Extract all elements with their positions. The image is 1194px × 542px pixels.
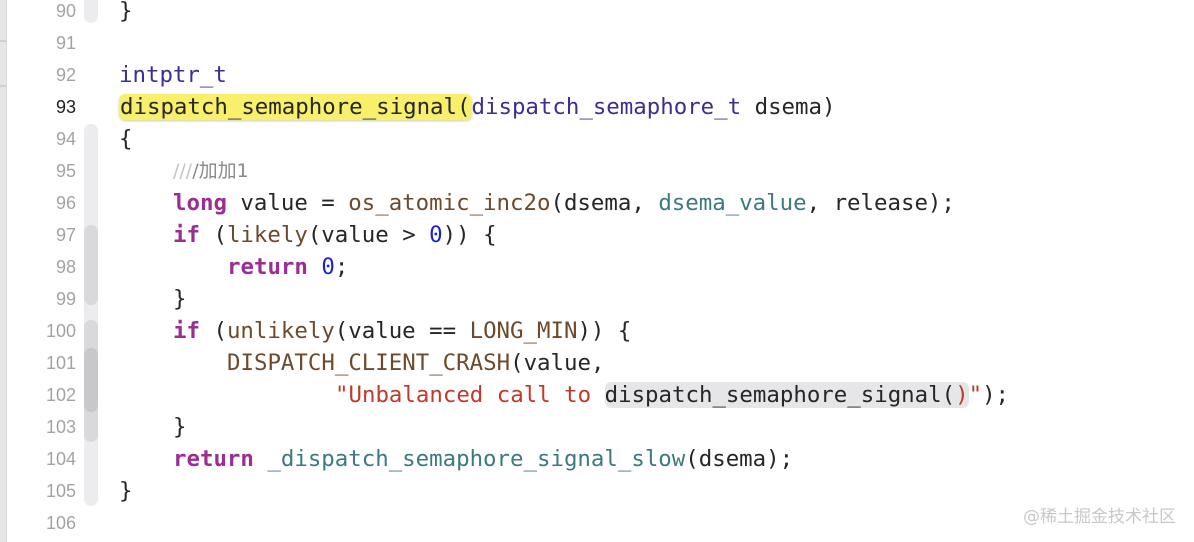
code-line-100: if (unlikely(value == LONG_MIN)) { — [173, 315, 631, 347]
line-number: 106 — [45, 513, 76, 533]
code-text — [254, 446, 267, 472]
keyword: return — [227, 254, 308, 280]
macro-call: DISPATCH_CLIENT_CRASH — [227, 350, 511, 376]
macro-call: likely — [226, 222, 308, 248]
brace: } — [173, 286, 187, 312]
brace: } — [119, 0, 133, 24]
code-text: ( — [199, 222, 227, 248]
divider-tick — [0, 40, 6, 42]
code-line-98: return 0; — [227, 251, 348, 283]
keyword: if — [173, 318, 200, 344]
line-number: 101 — [45, 353, 76, 373]
line-number: 97 — [55, 225, 76, 245]
code-text: )) { — [442, 222, 497, 248]
code-text — [308, 254, 321, 280]
watermark: @稀土掘金技术社区 — [1023, 507, 1176, 527]
code-line-99: } — [173, 283, 186, 315]
member-name: dsema_value — [658, 190, 807, 216]
code-text: value = — [226, 190, 349, 216]
code-line-102: "Unbalanced call to dispatch_semaphore_s… — [335, 379, 1009, 411]
line-number: 92 — [55, 65, 76, 85]
code-fold-ribbon[interactable] — [84, 348, 98, 412]
string-literal: " — [968, 382, 983, 408]
match-text: dispatch_semaphore_signal( — [604, 382, 956, 408]
line-number-current: 93 — [55, 97, 76, 117]
current-symbol-highlight[interactable]: dispatch_semaphore_signal( — [119, 94, 472, 120]
code-fold-ribbon[interactable] — [84, 124, 98, 506]
sidebar-divider[interactable] — [0, 0, 7, 542]
keyword: return — [173, 446, 254, 472]
code-line-92: intptr_t — [119, 59, 227, 91]
code-text: ; — [334, 254, 349, 280]
brace: } — [119, 478, 133, 504]
code-line-101: DISPATCH_CLIENT_CRASH(value, — [227, 347, 604, 379]
macro-call: unlikely — [226, 318, 335, 344]
line-number: 99 — [55, 289, 76, 309]
code-line-94: { — [119, 123, 132, 155]
code-line-95: ////加加1 — [173, 155, 249, 187]
code-text: ( — [199, 318, 227, 344]
param-type: dispatch_semaphore_t — [471, 94, 742, 120]
number-literal: 0 — [321, 254, 335, 280]
code-line-96: long value = os_atomic_inc2o(dsema, dsem… — [173, 187, 955, 219]
return-type: intptr_t — [119, 62, 227, 88]
line-number: 98 — [55, 257, 76, 277]
code-line-103: } — [173, 411, 186, 443]
brace: { — [119, 126, 133, 152]
macro-constant: LONG_MIN — [469, 318, 578, 344]
comment-slashes: /// — [173, 160, 193, 182]
code-line-104: return _dispatch_semaphore_signal_slow(d… — [173, 443, 793, 475]
function-call: os_atomic_inc2o — [348, 190, 551, 216]
code-text: (dsema, — [550, 190, 659, 216]
comment: /加加1 — [192, 160, 249, 182]
code-text: )) { — [577, 318, 632, 344]
string-literal: "Unbalanced call to — [335, 382, 605, 408]
line-number: 95 — [55, 161, 76, 181]
find-match-highlight[interactable]: dispatch_semaphore_signal() — [604, 382, 969, 408]
code-fold-ribbon[interactable] — [84, 0, 98, 23]
line-number: 96 — [55, 193, 76, 213]
keyword: if — [173, 222, 200, 248]
code-line-90: } — [119, 0, 132, 27]
line-number: 100 — [45, 321, 76, 341]
line-number: 103 — [45, 417, 76, 437]
string-literal: ) — [955, 382, 969, 408]
code-text: (value, — [510, 350, 605, 376]
line-number-gutter: 90 91 92 93 94 95 96 97 98 99 100 101 10… — [10, 0, 76, 542]
code-fold-ribbon[interactable] — [84, 225, 98, 305]
code-text: (value == — [334, 318, 470, 344]
code-line-97: if (likely(value > 0)) { — [173, 219, 497, 251]
code-text: (dsema); — [685, 446, 794, 472]
code-text: (value > — [307, 222, 430, 248]
number-literal: 0 — [429, 222, 443, 248]
code-text: , release); — [806, 190, 955, 216]
keyword: long — [173, 190, 227, 216]
line-number: 90 — [55, 1, 76, 21]
code-line-93: dispatch_semaphore_signal(dispatch_semap… — [119, 91, 835, 123]
line-number: 102 — [45, 385, 76, 405]
line-number: 91 — [55, 33, 76, 53]
line-number: 94 — [55, 129, 76, 149]
code-text: ); — [982, 382, 1010, 408]
param-rest: dsema) — [741, 94, 836, 120]
code-line-105: } — [119, 475, 132, 507]
divider-tick — [0, 85, 6, 87]
function-call: _dispatch_semaphore_signal_slow — [267, 446, 686, 472]
line-number: 105 — [45, 481, 76, 501]
line-number: 104 — [45, 449, 76, 469]
brace: } — [173, 414, 187, 440]
